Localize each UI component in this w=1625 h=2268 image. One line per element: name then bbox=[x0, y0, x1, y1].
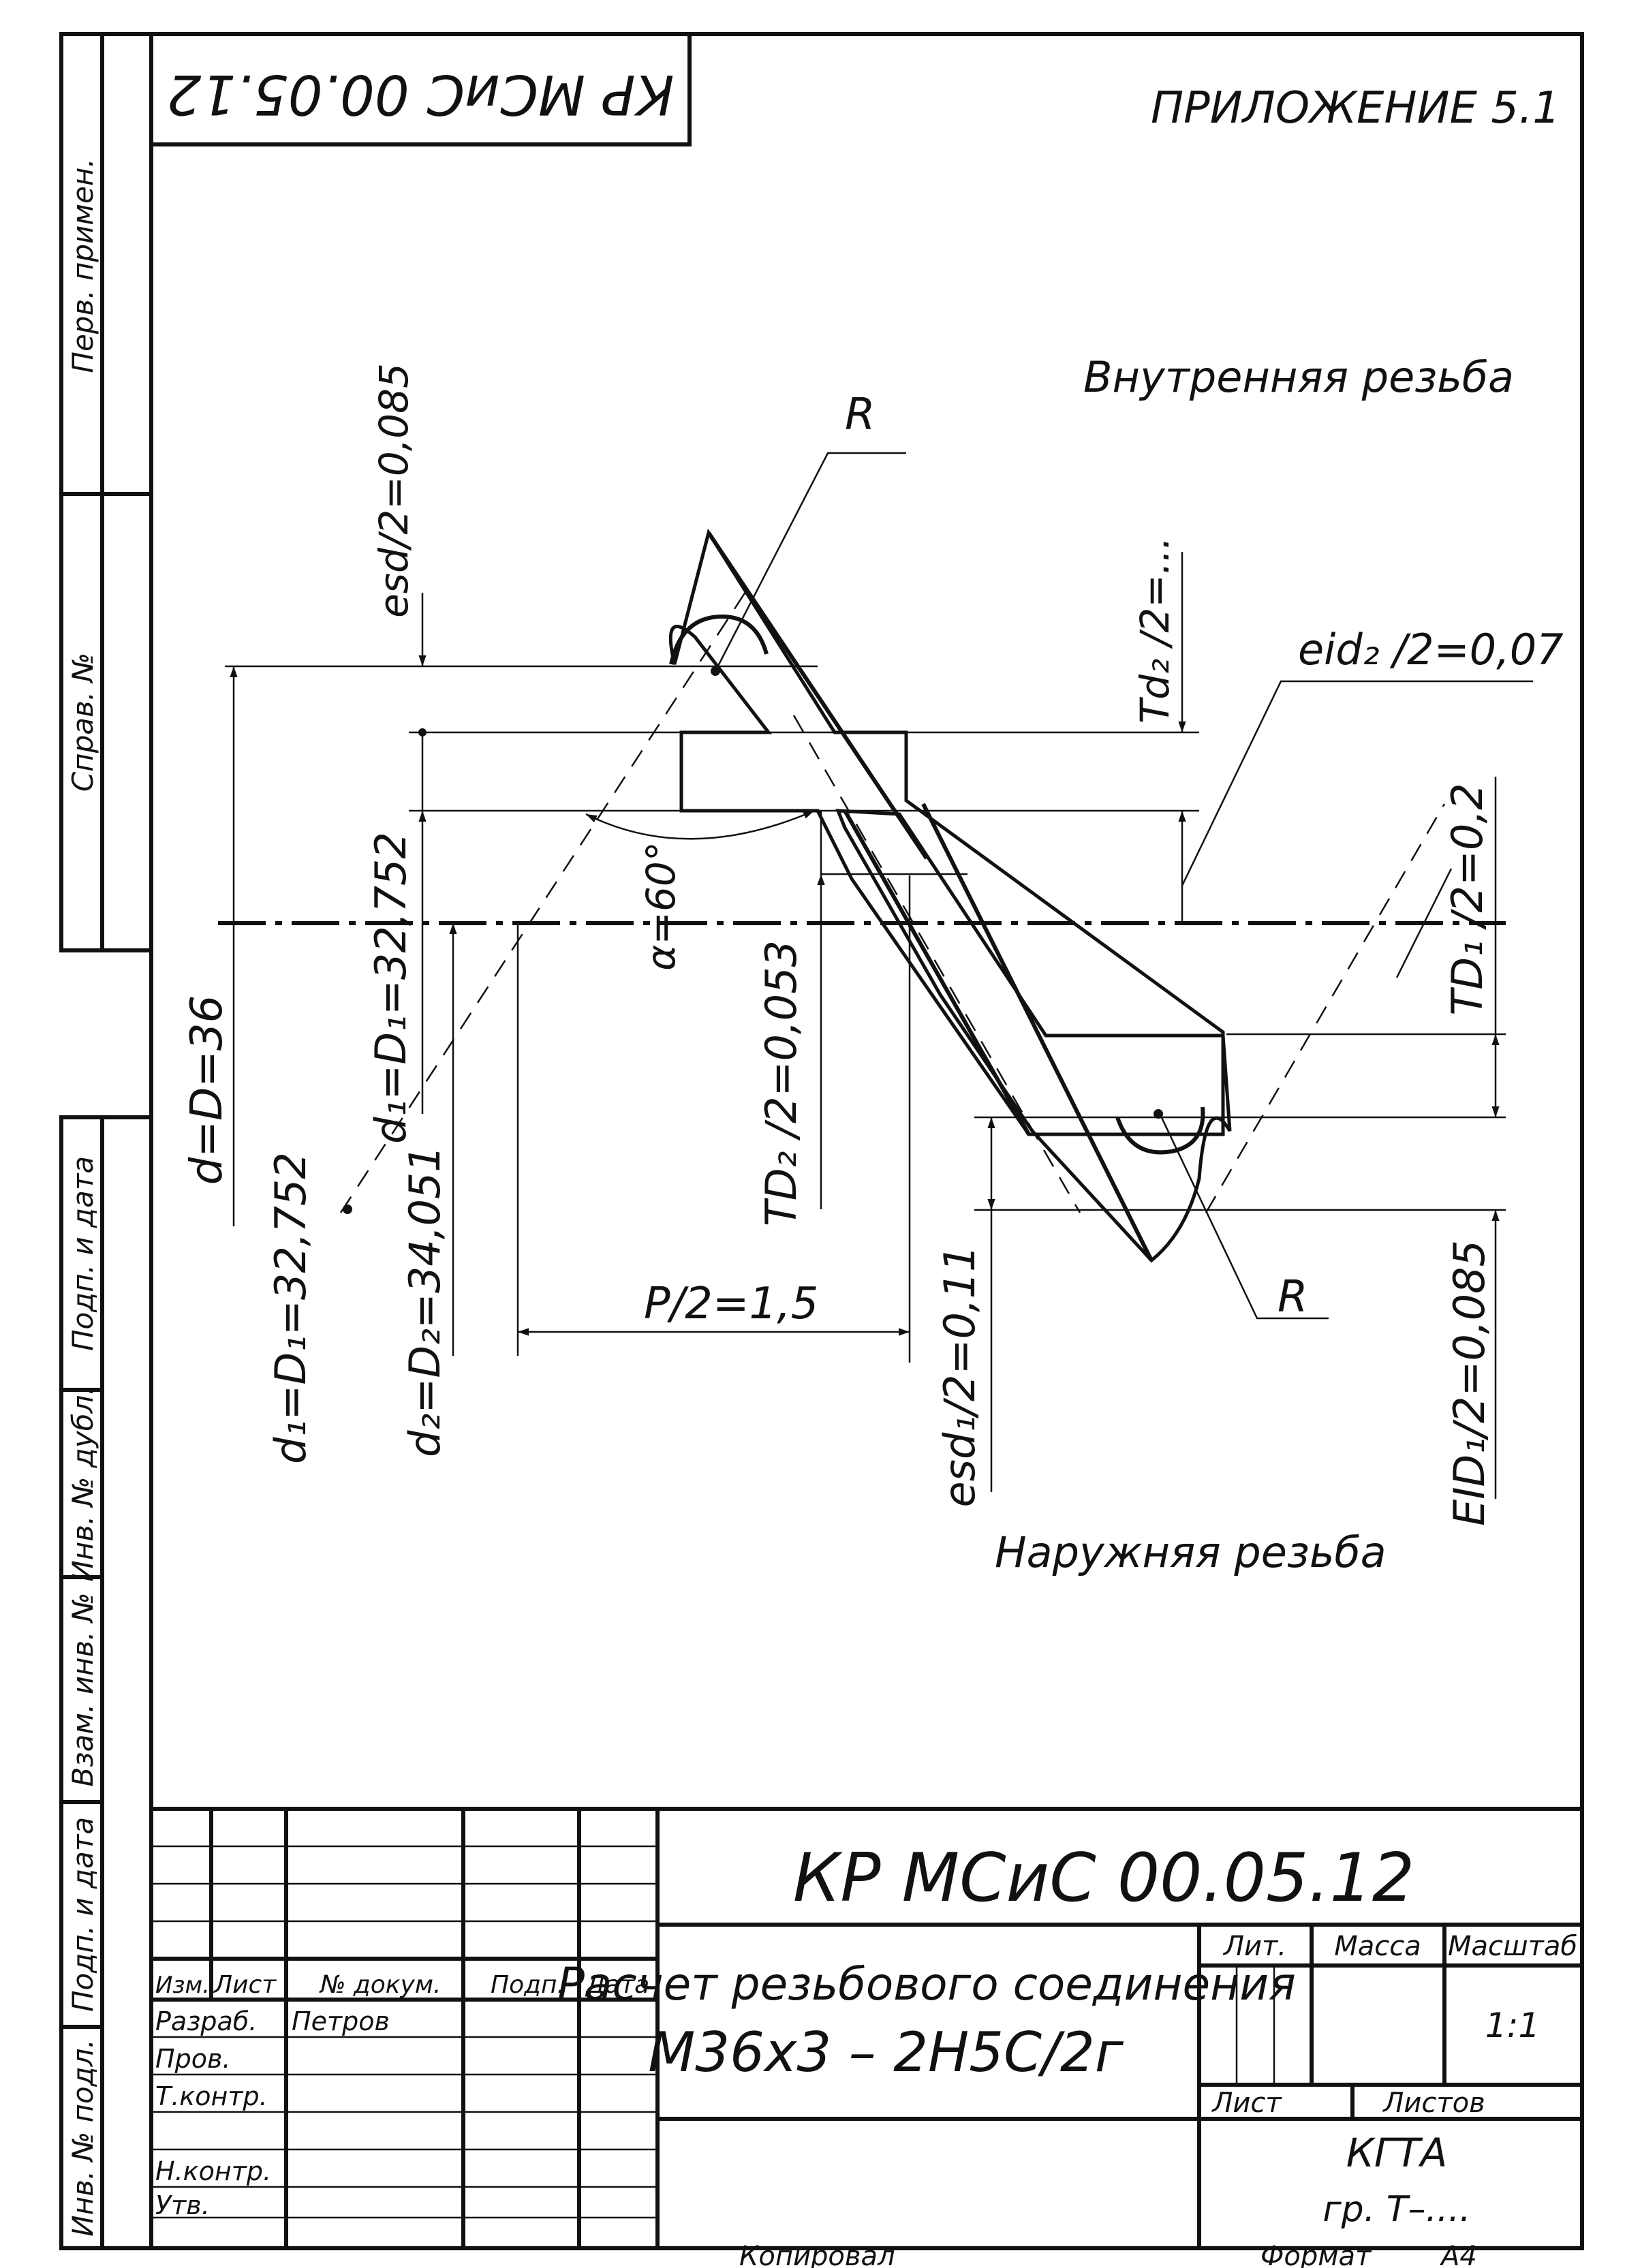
massa-label: Масса bbox=[1334, 1931, 1421, 1962]
side-label-perv-primen: Перв. примен. bbox=[66, 158, 99, 373]
col-doc: № докум. bbox=[319, 1971, 441, 1999]
drawing-annotations: Внутренняя резьба Наружняя резьба R R es… bbox=[182, 352, 1564, 1577]
razrab-label: Разраб. bbox=[155, 2006, 257, 2036]
prov-label: Пров. bbox=[155, 2044, 230, 2074]
sheets-label: Листов bbox=[1382, 2087, 1485, 2119]
esd1-half-label: esd₁/2=0,11 bbox=[935, 1245, 985, 1508]
side-label-podp-data-1: Подп. и дата bbox=[66, 1156, 99, 1351]
title-block bbox=[151, 1807, 1582, 2250]
internal-thread-label: Внутренняя резьба bbox=[1083, 352, 1514, 402]
org-label: КГТА bbox=[1346, 2130, 1448, 2176]
col-izm: Изм. bbox=[155, 1972, 210, 1999]
radius-label-top: R bbox=[845, 390, 875, 440]
thread-profile-drawing bbox=[218, 452, 1533, 1499]
title-name-line2: М36х3 – 2Н5С/2г bbox=[648, 2021, 1124, 2084]
EID1-half-label: EID₁/2=0,085 bbox=[1444, 1240, 1494, 1526]
esd-half-label: esd/2=0,085 bbox=[371, 363, 417, 618]
tkontr-label: Т.контр. bbox=[155, 2081, 268, 2111]
scale-value: 1:1 bbox=[1485, 2006, 1540, 2045]
masshtab-label: Масштаб bbox=[1448, 1931, 1577, 1962]
title-code: КР МСиС 00.05.12 bbox=[793, 1839, 1414, 1917]
alpha-label: α=60° bbox=[638, 841, 684, 971]
footer-format: Формат bbox=[1260, 2241, 1372, 2268]
side-label-vzam-inv: Взам. инв. № bbox=[66, 1592, 99, 1786]
eid2-half-label: eid₂ /2=0,07 bbox=[1298, 625, 1564, 674]
group-label: гр. Т–.... bbox=[1322, 2189, 1470, 2230]
external-thread-section bbox=[835, 809, 1232, 1263]
side-label-podp-data-2: Подп. и дата bbox=[66, 1817, 99, 2012]
d2-D2-label: d₂=D₂=34,051 bbox=[400, 1145, 450, 1457]
appendix-label: ПРИЛОЖЕНИЕ 5.1 bbox=[1151, 83, 1560, 134]
P-half-label: P/2=1,5 bbox=[644, 1279, 818, 1329]
side-label-sprav-no: Справ. № bbox=[66, 653, 99, 792]
title-name-line1: Расчет резьбового соединения bbox=[557, 1958, 1296, 2010]
razrab-name: Петров bbox=[292, 2006, 390, 2036]
side-labels: Перв. примен. Справ. № Подп. и дата Инв.… bbox=[66, 158, 99, 2237]
col-data: Дата bbox=[585, 1971, 649, 1999]
footer-kopiroval: Копировал bbox=[739, 2241, 895, 2268]
side-label-inv-dubl: Инв. № дубл. bbox=[66, 1386, 99, 1581]
utv-label: Утв. bbox=[155, 2190, 210, 2220]
title-block-texts: КР МСиС 00.05.12 Расчет резьбового соеди… bbox=[155, 1839, 1577, 2230]
col-list: Лист bbox=[213, 1971, 277, 1999]
td2-half-label: Td₂ /2=... bbox=[1132, 537, 1178, 724]
footer-format-value: А4 bbox=[1439, 2241, 1477, 2268]
d-D-label: d=D=36 bbox=[182, 995, 232, 1185]
nkontr-label: Н.контр. bbox=[155, 2156, 271, 2186]
col-podp: Подп. bbox=[491, 1971, 565, 1999]
internal-thread-section bbox=[668, 528, 1225, 1136]
d1-D1-inner-label: d₁=D₁=32,752 bbox=[366, 832, 416, 1144]
sheet-label: Лист bbox=[1211, 2087, 1282, 2119]
header-code-mirrored: КР МСиС 00.05.12 bbox=[167, 63, 675, 126]
external-thread-label: Наружняя резьба bbox=[995, 1527, 1387, 1577]
radius-label-bottom: R bbox=[1278, 1272, 1307, 1322]
side-label-inv-podl: Инв. № подл. bbox=[66, 2039, 99, 2237]
TD1-half-label: TD₁ /2=0,2 bbox=[1442, 783, 1492, 1015]
lit-label: Лит. bbox=[1222, 1931, 1286, 1962]
TD2-half-label: TD₂ /2=0,053 bbox=[756, 940, 806, 1226]
d1-D1-outer-label: d₁=D₁=32,752 bbox=[266, 1152, 315, 1464]
